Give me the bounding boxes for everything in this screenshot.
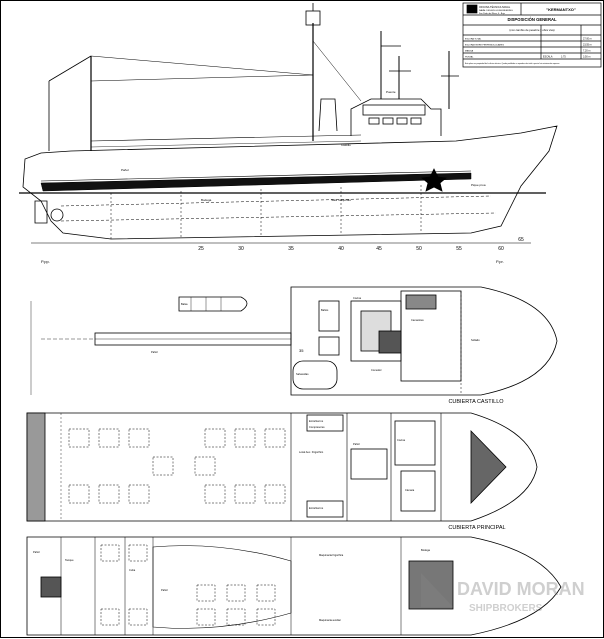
office-name: OFICINA TÉCNICA NAVAL (479, 4, 511, 9)
profile-labels: Castillo Puente Pañol Sala máquinas Bode… (121, 90, 486, 202)
castillo-label: Comedor (371, 368, 382, 372)
castillo-label: Cocina (353, 296, 362, 300)
frame-number: 60 (498, 246, 504, 252)
frame-number: 65 (518, 237, 524, 243)
perpendicular-aft: P.pp. (41, 259, 50, 264)
deck-principal-plan (26, 412, 538, 522)
scale-value: 1:75 (561, 56, 566, 59)
castillo-label: Balsa (181, 302, 188, 306)
castillo-label: Baños (321, 308, 329, 312)
castillo-outline (290, 286, 558, 396)
title-block (462, 2, 602, 68)
principal-outline (26, 412, 538, 522)
profile-label: Bodega (201, 198, 212, 202)
frame-number: 40 (338, 246, 344, 252)
frame-number: 55 (456, 246, 462, 252)
lower-label: Maquinaria frigorífica (319, 553, 344, 557)
profile-label: Castillo (341, 143, 351, 147)
frame-number: 25 (198, 246, 204, 252)
hull-outline (22, 125, 558, 240)
lower-hatch-grid (100, 544, 276, 626)
skiff (292, 360, 338, 390)
lower-label: Pañol (161, 588, 168, 592)
principal-label: Compresores (309, 425, 325, 429)
deck-castillo-title: CUBIERTA CASTILLO (448, 399, 504, 405)
row-value: 23,55 m (583, 44, 592, 47)
castillo-label: Pañol (151, 350, 158, 354)
castillo-label: Sollado (471, 338, 480, 342)
brand-logo-icon (421, 573, 453, 607)
principal-label: Cocina (397, 438, 406, 442)
principal-labels: Entrehierros Compresores Local Aux. Frig… (299, 419, 415, 510)
drawing-title: DISPOSICIÓN GENERAL (507, 17, 557, 22)
principal-label: Pañol (353, 442, 360, 446)
office-address: San Pedro de Ribas, 4 - Bajo (479, 13, 506, 15)
notes: Este plano es propiedad de la oficina té… (465, 62, 560, 65)
lower-deck-plan (26, 536, 562, 636)
mast-lantern (305, 10, 321, 26)
rubbing-strake (40, 172, 472, 192)
bow-star-emblem (421, 168, 447, 192)
lower-deck-outline (26, 536, 562, 636)
castillo-label: Camarotes (411, 318, 424, 322)
lower-label: Bodega (421, 548, 431, 552)
row-label: PUNTAL (465, 56, 474, 59)
brand-watermark: DAVID MORAN SHIPBROKERS (421, 573, 585, 614)
principal-label: Cámara (405, 488, 415, 492)
perpendicular-fwd: P.pr. (496, 259, 504, 264)
profile-view (19, 3, 558, 244)
castillo-label: Salvavidas (296, 372, 309, 376)
castillo-labels: Balsa Salvavidas Cocina Baños Camarotes … (151, 296, 480, 376)
row-label: MANGA (465, 50, 474, 53)
lower-label: Tanque (65, 558, 74, 562)
row-value: 7,20 m (583, 50, 590, 53)
wheelhouse (350, 98, 442, 136)
profile-label: Puente (386, 90, 396, 94)
lower-labels: Pañol Tanque Cuba Maquinaria frigorífica… (33, 548, 431, 622)
profile-frame-ticks: 25 30 35 40 45 50 55 60 65 P.pp. P.pr. (41, 237, 524, 264)
row-label: ESLORA TOTAL (465, 38, 482, 41)
brand-tagline: SHIPBROKERS (469, 603, 543, 614)
row-value: 27,00 m (583, 38, 592, 41)
deck-castillo-plan (30, 286, 558, 396)
funnel (318, 98, 338, 132)
profile-label: Pañol (121, 168, 129, 172)
title-block-rows: ESLORA TOTAL ESLORA ENTRE PERPENDICULARE… (465, 38, 592, 59)
principal-label: Local Aux. Frigorífico (299, 450, 324, 454)
profile-label: Sala máquinas (331, 198, 351, 202)
frame-number: 45 (376, 246, 382, 252)
liferaft-outline (178, 296, 248, 312)
castillo-frame: 35 (299, 348, 304, 353)
principal-hatch-grid (68, 428, 286, 504)
deck-principal-title: CUBIERTA PRINCIPAL (448, 525, 505, 531)
brand-name: DAVID MORAN (457, 579, 585, 599)
profile-label: Pique proa (471, 183, 486, 187)
lower-label: Cuba (129, 568, 136, 572)
principal-label: Entrehierros (309, 419, 324, 423)
lower-label: Pañol (33, 550, 40, 554)
office-subtitle: NAVAL DESIGN & ENGINEERING (479, 9, 513, 12)
frame-number: 30 (238, 246, 244, 252)
vessel-name: "KERMANTXO" (546, 7, 576, 12)
lower-label: Maquinaria auxiliar (319, 618, 341, 622)
frame-number: 50 (416, 246, 422, 252)
row-label: ESLORA ENTRE PERPENDICULARES (465, 44, 504, 47)
principal-label: Entrehierros (309, 506, 324, 510)
scale-label: ESCALA (543, 56, 553, 59)
frame-number: 35 (288, 246, 294, 252)
drawing-subtitle: (con cambio de pesebre y obra viva) (509, 28, 554, 32)
row-value: 3,50 m (583, 56, 590, 59)
